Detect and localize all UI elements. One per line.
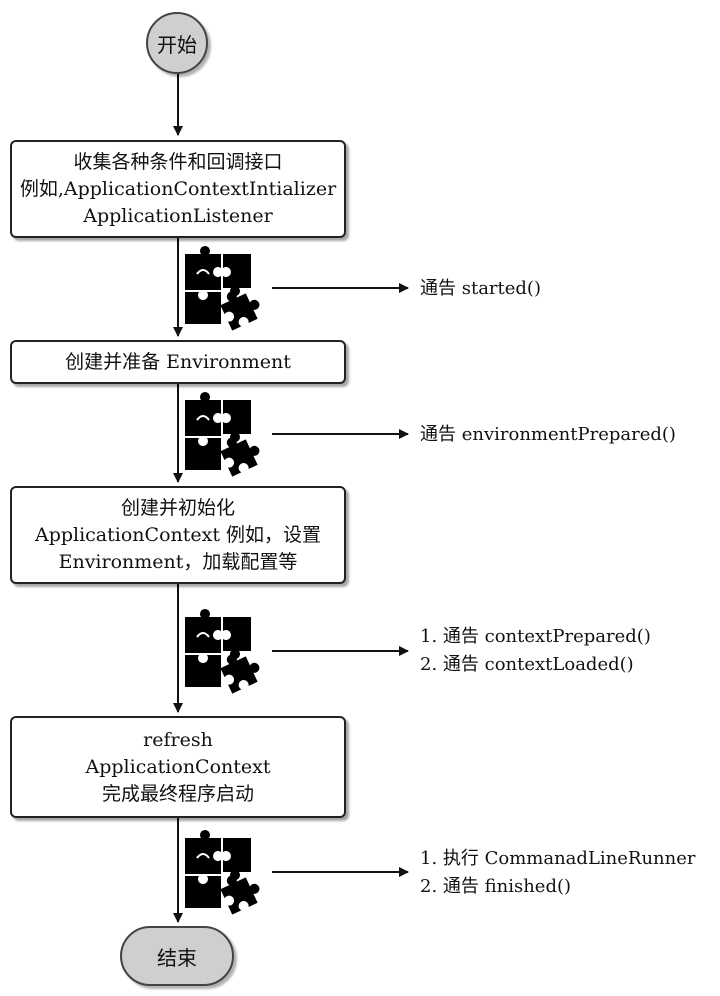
- event-note-environment-prepared: 通告 environmentPrepared(): [420, 421, 676, 449]
- step-line: ApplicationContext 例如，设置: [34, 523, 322, 546]
- event-line: 通告 environmentPrepared(): [420, 424, 676, 445]
- step-line: ApplicationListener: [83, 204, 273, 227]
- event-line: 2. 通告 contextLoaded(): [420, 654, 634, 675]
- event-line: 通告 started(): [420, 278, 541, 299]
- puzzle-icon: [184, 245, 266, 332]
- event-note-context: 1. 通告 contextPrepared() 2. 通告 contextLoa…: [420, 623, 651, 679]
- step-prepare-environment: 创建并准备 Environment: [10, 340, 346, 384]
- step-line: 创建并准备 Environment: [65, 350, 291, 373]
- step-refresh-context: refresh ApplicationContext 完成最终程序启动: [10, 716, 346, 818]
- step-line: ApplicationContext: [85, 755, 271, 778]
- event-line: 2. 通告 finished(): [420, 876, 572, 897]
- puzzle-icon: [184, 391, 266, 478]
- end-node: 结束: [120, 926, 234, 986]
- step-line: Environment，加载配置等: [58, 550, 298, 573]
- start-node: 开始: [146, 12, 208, 74]
- step-line: 收集各种条件和回调接口: [73, 150, 283, 173]
- start-label: 开始: [157, 32, 197, 57]
- puzzle-icon: [184, 829, 266, 916]
- step-collect-conditions: 收集各种条件和回调接口 例如,ApplicationContextIntiali…: [10, 140, 346, 238]
- event-note-started: 通告 started(): [420, 275, 541, 303]
- step-create-context: 创建并初始化 ApplicationContext 例如，设置 Environm…: [10, 486, 346, 584]
- step-line: refresh: [143, 728, 213, 751]
- event-line: 1. 执行 CommanadLineRunner: [420, 848, 696, 869]
- step-line: 例如,ApplicationContextIntializer: [19, 177, 337, 200]
- step-line: 创建并初始化: [120, 496, 235, 519]
- event-line: 1. 通告 contextPrepared(): [420, 626, 651, 647]
- end-label: 结束: [157, 945, 197, 970]
- event-note-runner-finished: 1. 执行 CommanadLineRunner 2. 通告 finished(…: [420, 845, 695, 901]
- step-line: 完成最终程序启动: [101, 782, 254, 805]
- puzzle-icon: [184, 608, 266, 695]
